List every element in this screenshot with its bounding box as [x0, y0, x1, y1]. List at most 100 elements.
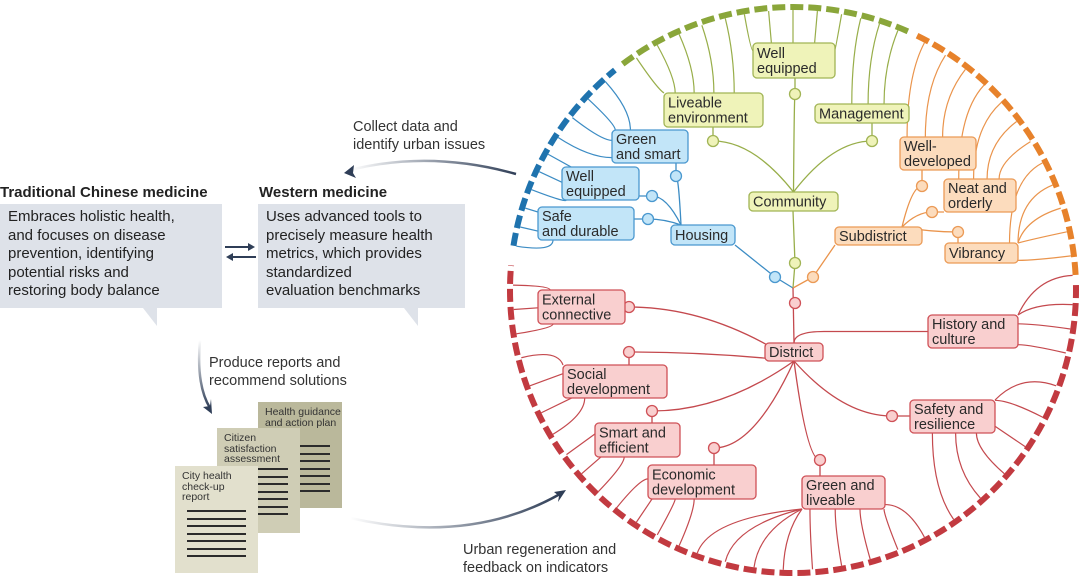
box-background [927, 314, 1019, 349]
indicator-line [678, 498, 695, 547]
box-label: Community [753, 195, 827, 211]
indicator-line [1017, 303, 1073, 316]
branch-node [885, 409, 899, 423]
branch-node [669, 169, 683, 183]
box-label: culture [932, 332, 976, 348]
trunk-line [792, 287, 795, 344]
text-line: restoring body balance [8, 282, 160, 299]
indicator-line [678, 33, 695, 94]
box-background [561, 166, 640, 201]
indicator-line [986, 121, 1017, 180]
indicator-line [1017, 207, 1061, 244]
text-line: prevention, identifying [8, 245, 154, 262]
box-label: Safety and [914, 402, 983, 418]
subdistrict-node [806, 270, 820, 284]
district-box: District [764, 342, 824, 362]
box-label: development [652, 483, 735, 499]
box-background [764, 342, 824, 362]
indicator-line [883, 30, 899, 105]
box-background [909, 399, 996, 434]
indicator-line [859, 508, 871, 560]
branch-line [713, 360, 795, 465]
indicator-line [513, 284, 551, 291]
indicator-line [994, 425, 1026, 448]
indicator-line [605, 81, 632, 131]
tcm-description: Embraces holistic health, and focuses on… [0, 204, 222, 308]
branch-node [951, 225, 965, 239]
trunk-line [734, 244, 794, 289]
indicator-line [931, 432, 955, 520]
box-label: History and [932, 317, 1005, 333]
tree-nodes [622, 87, 965, 467]
box-label: resilience [914, 417, 975, 433]
text-line: evaluation benchmarks [266, 282, 421, 299]
box-background [537, 206, 635, 241]
box-background [537, 289, 626, 325]
branch-node [706, 134, 720, 148]
text-line: precisely measure health [266, 226, 433, 244]
box-label: connective [542, 308, 611, 324]
text-line: and focuses on disease [8, 226, 166, 244]
box-label: Smart and [599, 426, 666, 442]
branch-line [712, 127, 795, 193]
box-label: District [769, 345, 813, 361]
indicator-line [924, 54, 947, 138]
box-background [611, 129, 689, 164]
housing-box: Housing [670, 224, 736, 246]
indicator-line [743, 14, 754, 52]
exchange-double-arrow-icon [225, 243, 256, 261]
indicator-line [1017, 344, 1066, 354]
housing-node [768, 270, 782, 284]
district-arc [507, 265, 1079, 576]
box-label: Well [757, 46, 785, 62]
indicator-line [1017, 323, 1071, 330]
branch-node [865, 134, 879, 148]
indicator-line [782, 508, 803, 570]
collect-arrow-head [344, 165, 356, 178]
indicator-line [616, 478, 649, 508]
text-line: potential risks and [8, 263, 129, 281]
indicator-line [975, 432, 1005, 475]
text-line: Uses advanced tools to [266, 208, 422, 225]
indicator-line [1017, 231, 1068, 244]
branch-node [915, 179, 929, 193]
text-line: standardized [266, 263, 352, 281]
produce-arrow [197, 339, 212, 409]
box-label: Well- [904, 139, 937, 155]
indicator-line [656, 44, 676, 94]
indicator-line [998, 141, 1031, 180]
text-line: Urban regeneration and [463, 542, 617, 558]
subdistrict-box: Subdistrict [834, 226, 923, 246]
branch-line [793, 330, 928, 344]
box-background [752, 42, 836, 79]
branch-node [813, 453, 827, 467]
box-label: developed [904, 154, 971, 170]
community-box: Community [748, 191, 839, 212]
text-line: check-up [182, 480, 225, 493]
box-background [943, 178, 1017, 213]
box-background [899, 136, 977, 171]
vibrancy-box: Vibrancy [944, 242, 1019, 264]
branch-node [645, 189, 659, 203]
indicator-line [1017, 184, 1053, 244]
text-line: Collect data and [353, 119, 458, 135]
box-background [748, 191, 839, 212]
box-background [663, 92, 764, 128]
well-developed-box: Well-developed [899, 136, 977, 171]
indicator-line [531, 189, 567, 202]
box-label: environment [668, 111, 748, 127]
text-line: Produce reports and [209, 355, 341, 371]
indicator-line [701, 25, 715, 94]
tcm-title: Traditional Chinese medicine [0, 184, 208, 201]
text-line: satisfaction [224, 442, 277, 455]
branch-line [793, 360, 910, 417]
text-line: Health guidance [265, 406, 341, 418]
